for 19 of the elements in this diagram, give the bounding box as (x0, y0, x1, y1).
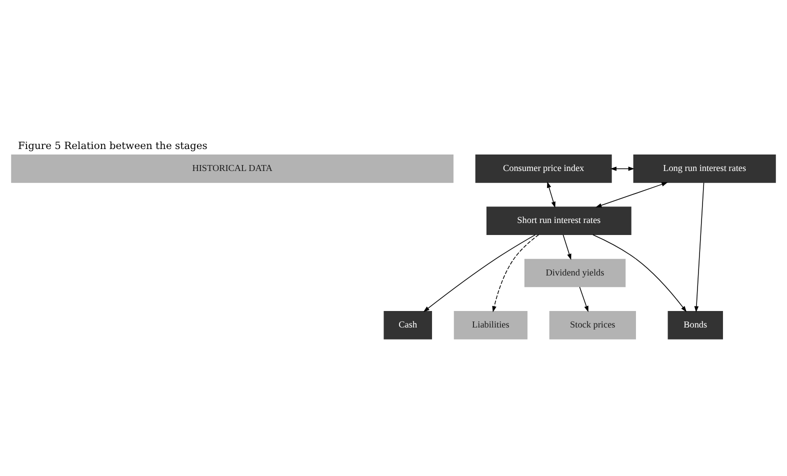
arrow (423, 234, 536, 312)
node-box: Liabilities (454, 310, 528, 339)
node-box: Short run interest rates (486, 206, 632, 235)
node-box: HISTORICAL DATA (11, 154, 454, 182)
node-box: Stock prices (549, 310, 636, 339)
node-box: Bonds (668, 310, 723, 339)
arrow (547, 181, 556, 208)
arrow (596, 182, 668, 207)
node-box: Long run interest rates (633, 154, 776, 182)
arrow (592, 234, 687, 312)
node-box: Cash (384, 310, 432, 339)
node-box: Consumer price index (475, 154, 612, 182)
diagram-title: Figure 5 Relation between the stages (18, 140, 208, 152)
arrow (562, 234, 572, 260)
arrow (694, 182, 704, 312)
arrow (579, 286, 588, 312)
node-box: Dividend yields (524, 258, 626, 287)
arrow (610, 166, 634, 170)
arrow (492, 234, 540, 312)
